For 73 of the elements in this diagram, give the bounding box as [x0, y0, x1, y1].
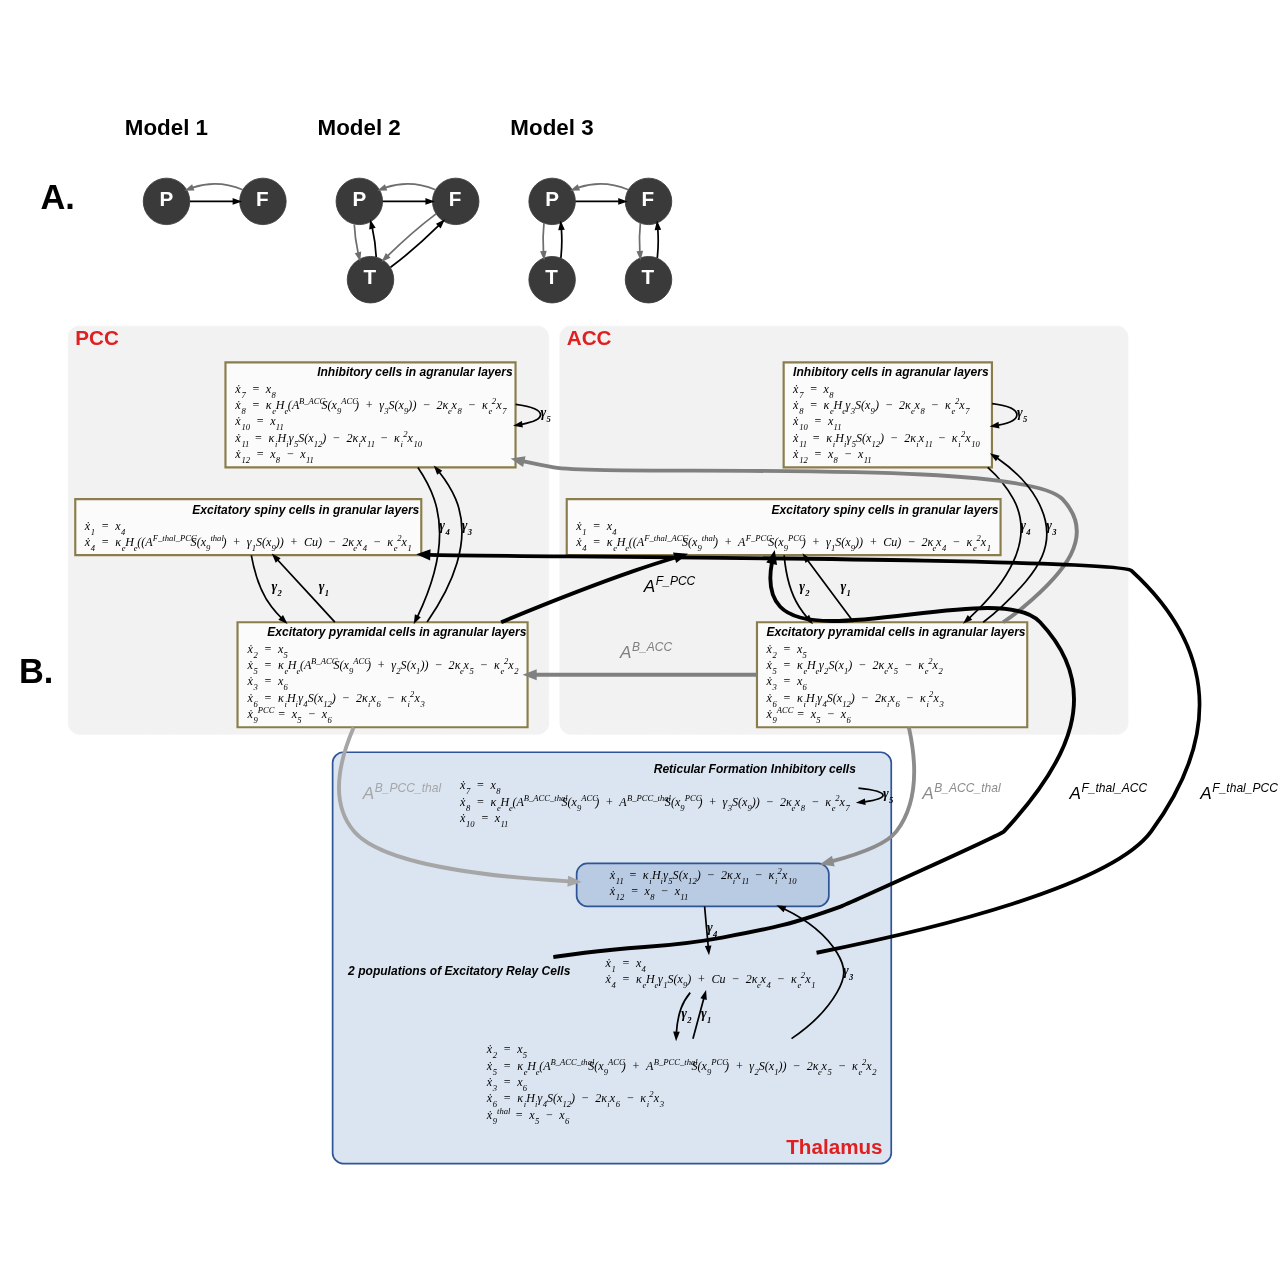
arrow: [389, 219, 445, 269]
arrow: [426, 465, 463, 623]
arrow: [522, 669, 757, 681]
arrow: [381, 198, 435, 205]
node-text: Reticular Formation Inhibitory cells ẋ$_{7}$ = x$_{8}$ ẋ$_{8}$ = κ$_{e}$H$_{e}$(A$^{B_ACC_thal}$S(x$_{9}$$^{ACC}$) + A$^{B_PCC_thal}$S(x$_{9}$$^{PCC}$) + γ$_{3}$S(x$_{9}$)) − 2κ$_{e}$x$_{8}$ − κ$_{e}$$^{2}$x$_{7}$ ẋ$_{10}$ = x$_{11}$: [460, 762, 856, 830]
arrow: [819, 726, 916, 867]
node-circle: T: [346, 256, 395, 304]
label: Model 3: [510, 114, 594, 140]
arrow: [570, 183, 630, 191]
edge-label: γ$_{1}$: [840, 579, 851, 599]
node-box: Inhibitory cells in agranular layers ẋ$_{7}$ = x$_{8}$ ẋ$_{8}$ = κ$_{e}$H$_{e}$(A$^{B_ACC}$S(x$_{9}$$^{ACC}$) + γ$_{3}$S(x$_{9}$)) − 2κ$_{e}$x$_{8}$ − κ$_{e}$$^{2}$x$_{7}$ ẋ$_{10}$ = x$_{11}$ ẋ$_{11}$ = κ$_{i}$H$_{i}$γ$_{5}$S(x$_{12}$) − 2κ$_{i}$x$_{11}$ − κ$_{i}$$^{2}$x$_{10}$ ẋ$_{12}$ = x$_{8}$ − x$_{11}$: [224, 361, 517, 469]
node-text: ẋ$_{1}$ = x$_{4}$ ẋ$_{4}$ = κ$_{e}$H$_{e}$γ$_{1}$S(x$_{9}$) + Cu − 2κ$_{e}$x$_{4}$ − κ$_{e}$$^{2}$x$_{1}$: [605, 955, 816, 991]
edge-label: γ$_{1}$: [701, 1006, 712, 1026]
arrow: [337, 726, 582, 887]
edge-label: γ$_{5}$: [1016, 405, 1028, 425]
arrow: [189, 198, 243, 205]
label: A.: [40, 178, 75, 217]
edge-label: A$^{B_ACC_thal}$: [922, 780, 1001, 803]
label: B.: [18, 651, 54, 690]
node-box: Excitatory spiny cells in granular layers ẋ$_{1}$ = x$_{4}$ ẋ$_{4}$ = κ$_{e}$H$_{e}$((A$^{F_thal_ACC}$S(x$_{9}$$^{thal}$) + A$^{F_PCC}$S(x$_{9}$$^{PCC}$) + γ$_{1}$S(x$_{9}$)) + Cu) − 2κ$_{e}$x$_{4}$ − κ$_{e}$$^{2}$x$_{1}$: [565, 498, 1002, 557]
edge-label: γ$_{4}$: [707, 919, 718, 939]
arrow: [250, 554, 288, 624]
node-box: Excitatory spiny cells in granular layers ẋ$_{1}$ = x$_{4}$ ẋ$_{4}$ = κ$_{e}$H$_{e}$((A$^{F_thal_PCC}$S(x$_{9}$$^{thal}$) + γ$_{1}$S(x$_{9}$)) + Cu) − 2κ$_{e}$x$_{4}$ − κ$_{e}$$^{2}$x$_{1}$: [74, 498, 423, 557]
arrow: [673, 991, 692, 1042]
edge-label: A$^{F_thal_ACC}$: [1069, 780, 1148, 803]
arrow: [381, 213, 437, 263]
arrow: [513, 403, 542, 428]
node-circle: T: [528, 256, 576, 304]
edge-label: γ$_{1}$: [318, 579, 330, 599]
arrow: [989, 402, 1018, 429]
arrow: [353, 223, 362, 262]
arrow: [692, 989, 707, 1040]
arrow: [855, 787, 884, 805]
node-text: 2 populations of Excitatory Relay Cells: [348, 964, 571, 979]
edge-label: γ$_{2}$: [271, 579, 282, 599]
arrow: [369, 219, 377, 258]
edge-label: γ$_{2}$: [681, 1006, 692, 1026]
arrow: [703, 905, 712, 956]
node-circle: P: [528, 177, 576, 226]
arrow: [558, 220, 565, 259]
edge-label: γ$_{5}$: [883, 785, 894, 805]
arrow: [636, 222, 644, 261]
arrow: [377, 183, 437, 191]
node-circle: F: [432, 177, 480, 226]
node-box: Inhibitory cells in agranular layers ẋ$_{7}$ = x$_{8}$ ẋ$_{8}$ = κ$_{e}$H$_{e}$γ$_{3}$S(x$_{9}$) − 2κ$_{e}$x$_{8}$ − κ$_{e}$$^{2}$x$_{7}$ ẋ$_{10}$ = x$_{11}$ ẋ$_{11}$ = κ$_{i}$H$_{i}$γ$_{5}$S(x$_{12}$) − 2κ$_{i}$x$_{11}$ − κ$_{i}$$^{2}$x$_{10}$ ẋ$_{12}$ = x$_{8}$ − x$_{11}$: [782, 361, 994, 469]
arrow: [413, 466, 441, 625]
edge-label: A$^{F_PCC}$: [643, 574, 696, 597]
arrow: [184, 183, 244, 191]
edge-label: γ$_{3}$: [461, 517, 473, 537]
node-circle: P: [335, 177, 383, 226]
edge-label: γ$_{5}$: [540, 405, 551, 425]
edge-label: γ$_{3}$: [843, 963, 854, 982]
edge-label: γ$_{2}$: [799, 579, 810, 599]
node-box: ẋ$_{11}$ = κ$_{i}$H$_{i}$γ$_{5}$S(x$_{12}$) − 2κ$_{i}$x$_{11}$ − κ$_{i}$$^{2}$x$_{10}$ ẋ$_{12}$ = x$_{8}$ − x$_{11}$: [575, 862, 830, 908]
edge-label: A$^{B_ACC}$: [619, 639, 673, 662]
node-box: Excitatory pyramidal cells in agranular layers ẋ$_{2}$ = x$_{5}$ ẋ$_{5}$ = κ$_{e}$H$_{e}$γ$_{2}$S(x$_{1}$) − 2κ$_{e}$x$_{5}$ − κ$_{e}$$^{2}$x$_{2}$ ẋ$_{3}$ = x$_{6}$ ẋ$_{6}$ = κ$_{i}$H$_{i}$γ$_{4}$S(x$_{12}$) − 2κ$_{i}$x$_{6}$ − κ$_{i}$$^{2}$x$_{3}$ ẋ$_{9}$$^{ACC}$ = x$_{5}$ − x$_{6}$: [755, 621, 1029, 729]
node-circle: F: [624, 177, 673, 226]
arrow: [982, 453, 1048, 624]
arrow: [962, 466, 1022, 624]
arrow: [540, 222, 547, 261]
label: Model 1: [124, 114, 209, 140]
node-text: ẋ$_{2}$ = x$_{5}$ ẋ$_{5}$ = κ$_{e}$H$_{e}$(A$^{B_ACC_thal}$S(x$_{9}$$^{ACC}$) + A$^{B_PCC_thal}$S(x$_{9}$$^{PCC}$) + γ$_{2}$S(x$_{1}$)) − 2κ$_{e}$x$_{5}$ − κ$_{e}$$^{2}$x$_{2}$ ẋ$_{3}$ = x$_{6}$ ẋ$_{6}$ = κ$_{i}$H$_{i}$γ$_{4}$S(x$_{12}$) − 2κ$_{i}$x$_{6}$ − κ$_{i}$$^{2}$x$_{3}$ ẋ$_{9}$$^{thal}$ = x$_{5}$ − x$_{6}$: [486, 1042, 877, 1126]
arrow: [574, 198, 628, 205]
node-circle: P: [142, 177, 191, 226]
arrow: [654, 220, 662, 259]
arrow: [776, 905, 845, 1040]
label: Model 2: [317, 114, 401, 140]
node-box: Excitatory pyramidal cells in agranular layers ẋ$_{2}$ = x$_{5}$ ẋ$_{5}$ = κ$_{e}$H$_{e}$(A$^{B_ACC}$S(x$_{9}$$^{ACC}$) + γ$_{2}$S(x$_{1}$)) − 2κ$_{e}$x$_{5}$ − κ$_{e}$$^{2}$x$_{2}$ ẋ$_{3}$ = x$_{6}$ ẋ$_{6}$ = κ$_{i}$H$_{i}$γ$_{4}$S(x$_{12}$) − 2κ$_{i}$x$_{6}$ − κ$_{i}$$^{2}$x$_{3}$ ẋ$_{9}$$^{PCC}$ = x$_{5}$ − x$_{6}$: [236, 621, 529, 729]
edge-label: A$^{B_PCC_thal}$: [362, 780, 442, 803]
node-circle: F: [239, 177, 287, 226]
node-circle: T: [624, 256, 673, 304]
arrow: [271, 553, 336, 623]
edge-label: A$^{F_thal_PCC}$: [1200, 780, 1278, 803]
